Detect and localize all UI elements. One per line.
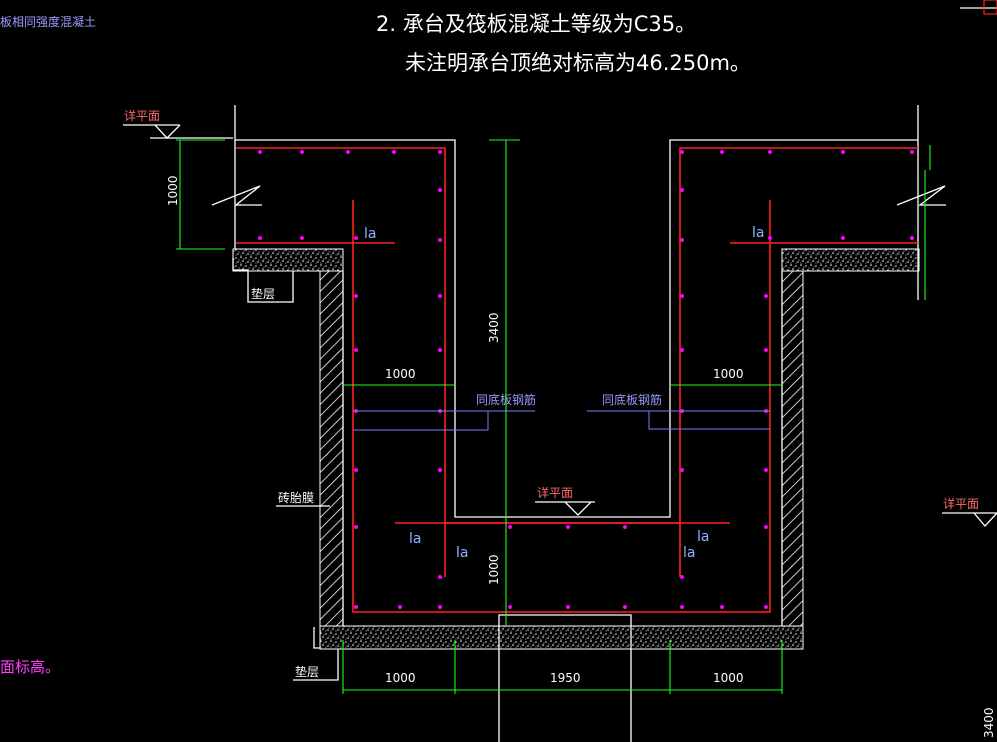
- label-cushion-bottom: 垫层: [295, 664, 319, 679]
- cushion-top-right: [781, 248, 920, 272]
- dim-bottom-left: 1000: [385, 671, 416, 685]
- cushion-bottom-leader: [293, 649, 339, 681]
- label-same-as-floor-rebar-right: 同底板钢筋: [602, 392, 662, 407]
- label-la-bottom-1: la: [409, 531, 421, 547]
- label-la-bottom-2: la: [456, 545, 468, 561]
- edge-text-top-left: 板相同强度混凝土: [0, 14, 96, 29]
- dim-left-height: 1000: [166, 175, 180, 206]
- dim-bottom-right: 1000: [713, 671, 744, 685]
- cushion-top-left: [232, 248, 344, 272]
- concrete-outline: [235, 139, 918, 518]
- label-see-plan-right: 详平面: [943, 496, 979, 511]
- label-la-bottom-4: la: [697, 529, 709, 545]
- note-line-1: 2. 承台及筏板混凝土等级为C35。: [376, 12, 696, 36]
- label-la-top-left: la: [364, 226, 376, 242]
- dim-inner-right-width: 1000: [713, 367, 744, 381]
- label-la-bottom-3: la: [683, 545, 695, 561]
- rebar-note-leaders: [353, 410, 770, 431]
- dim-bottom-middle: 1950: [550, 671, 581, 685]
- break-line-left: [211, 185, 262, 206]
- brick-wall-right: [781, 270, 804, 627]
- edge-text-bottom-left: 面标高。: [0, 658, 60, 676]
- dim-bottom-depth: 1000: [487, 554, 501, 585]
- rebar-bottom-u: [352, 200, 771, 613]
- corner-box: [983, 0, 997, 15]
- see-plan-marker-top-left: [123, 124, 233, 139]
- cushion-bottom: [319, 625, 804, 650]
- pile-outline: [498, 614, 632, 742]
- label-la-top-right: la: [752, 225, 764, 241]
- rebar-dots: [258, 150, 914, 609]
- break-line-right: [896, 185, 946, 206]
- dim-right-edge: 3400: [982, 707, 996, 738]
- dim-inner-left-width: 1000: [385, 367, 416, 381]
- brick-wall-left: [319, 270, 344, 627]
- see-plan-marker-bottom: [535, 501, 595, 516]
- see-plan-marker-right: [942, 512, 997, 527]
- label-cushion-top: 垫层: [251, 286, 275, 301]
- note-line-2: 未注明承台顶绝对标高为46.250m。: [405, 51, 751, 75]
- label-see-plan-bottom: 详平面: [537, 485, 573, 500]
- dim-center-height: 3400: [487, 312, 501, 343]
- cushion-top-leader: [232, 258, 294, 303]
- dimension-lines: [176, 139, 931, 694]
- cushion-bottom-tick: [313, 627, 320, 649]
- label-brick-tire-mold: 砖胎膜: [278, 490, 314, 505]
- label-see-plan-top-left: 详平面: [124, 108, 160, 123]
